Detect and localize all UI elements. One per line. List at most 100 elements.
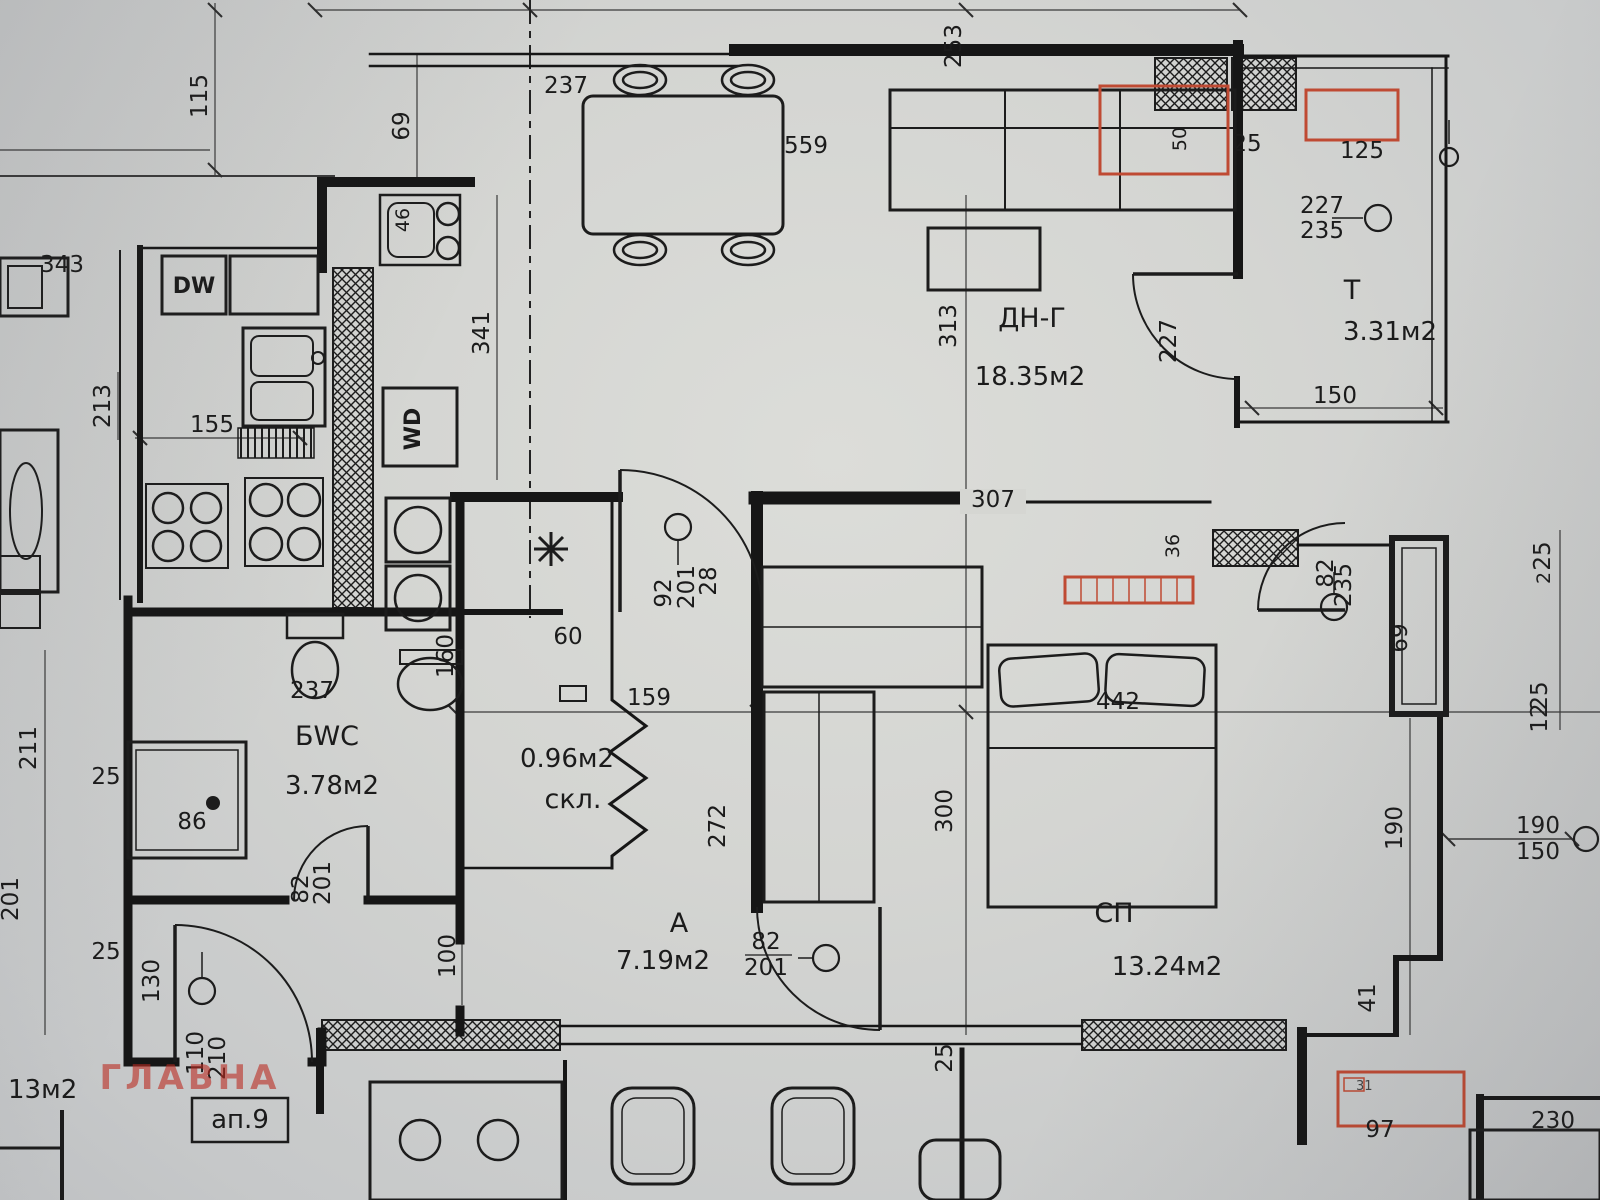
dim-92: 92 xyxy=(651,578,677,607)
apartment-number-box xyxy=(190,1096,290,1144)
red-box-bottom xyxy=(1336,1070,1466,1128)
hatched-wall-blocks xyxy=(321,57,1299,1051)
dim-50: 50 xyxy=(1169,127,1191,151)
symbols xyxy=(187,120,1600,1006)
fixture-circle xyxy=(798,943,841,973)
pillow xyxy=(998,652,1100,708)
radiator-bedroom xyxy=(1063,575,1195,605)
dim-36: 36 xyxy=(1162,534,1184,558)
dim-235-right: 235 xyxy=(1300,218,1344,244)
radiator-top-2 xyxy=(1304,88,1400,142)
dim-82-bath-door: 82 xyxy=(288,874,314,903)
dim-230: 230 xyxy=(1531,1108,1575,1134)
room-living-area: 18.35м2 xyxy=(975,362,1086,392)
dim-210: 210 xyxy=(205,1036,231,1080)
dim-307: 307 xyxy=(971,487,1015,513)
dim-201-hall-door: 201 xyxy=(674,565,700,609)
armchair xyxy=(610,1086,696,1186)
counter-top-unit xyxy=(378,193,462,267)
toilet xyxy=(285,612,345,700)
kitchen-fixtures xyxy=(145,193,462,632)
dishwasher xyxy=(160,254,228,316)
room-hallway-label: А xyxy=(670,908,689,939)
bedroom-furniture xyxy=(760,565,1218,909)
doors xyxy=(173,272,1449,1063)
dim-235-balcony: 235 xyxy=(1331,563,1357,607)
room-neighbor-area: 13м2 xyxy=(8,1075,77,1105)
dim-130: 130 xyxy=(139,959,165,1003)
dim-25-topright: 25 xyxy=(1232,131,1261,157)
pillow xyxy=(1104,652,1206,708)
dim-190-right: 190 xyxy=(1382,806,1408,850)
room-storage-label: скл. xyxy=(545,784,602,815)
dining-chair xyxy=(720,63,776,97)
dim-25-left1: 25 xyxy=(91,764,120,790)
neighbor-bottom xyxy=(368,1080,1600,1200)
dim-110: 110 xyxy=(183,1031,209,1075)
dim-82-bed-door: 82 xyxy=(751,929,780,955)
room-bedroom-area: 13.24м2 xyxy=(1112,952,1223,982)
fixture-circle xyxy=(663,512,693,565)
dim-155: 155 xyxy=(190,412,234,438)
washing-machine-2 xyxy=(384,564,452,632)
dim-31: 31 xyxy=(1356,1079,1373,1094)
dim-41: 41 xyxy=(1355,983,1381,1012)
dining-chair xyxy=(612,63,668,97)
door-entrance xyxy=(173,924,313,1063)
dim-82-balcony: 82 xyxy=(1313,558,1339,587)
dim-25-left2: 25 xyxy=(91,939,120,965)
dim-272: 272 xyxy=(705,804,731,848)
dim-97: 97 xyxy=(1365,1117,1394,1143)
dim-60: 60 xyxy=(553,624,582,650)
dim-46: 46 xyxy=(392,208,414,232)
dim-253: 253 xyxy=(941,24,967,68)
room-bathroom-area: 3.78м2 xyxy=(285,771,379,801)
dishwasher-label: DW xyxy=(173,274,216,299)
dimension-lines xyxy=(0,2,1600,1035)
neighbor-kitchen-unit xyxy=(368,1080,564,1200)
dim-313: 313 xyxy=(936,304,962,348)
dim-25-rightedge2: 25 xyxy=(1527,681,1553,710)
shower xyxy=(126,740,248,860)
dim-25-rightedge1: 25 xyxy=(1530,541,1556,570)
dim-227-door: 227 xyxy=(1156,319,1182,363)
bathroom-fixtures xyxy=(126,612,587,860)
room-hallway-area: 7.19м2 xyxy=(616,946,710,976)
label-chip xyxy=(960,489,1026,514)
dim-69-right: 69 xyxy=(1387,623,1413,652)
kitchen-cabinet xyxy=(228,254,320,316)
washer-label: WD xyxy=(401,408,426,451)
wardrobe-tall xyxy=(762,690,876,904)
dim-201-bed-door: 201 xyxy=(744,955,788,981)
dim-201-leftedge: 201 xyxy=(0,877,24,921)
door-hall-living xyxy=(618,469,763,613)
dim-559: 559 xyxy=(784,133,828,159)
room-terrace-label: Т xyxy=(1343,275,1361,306)
dim-125: 125 xyxy=(1340,138,1384,164)
dim-2-rightedge: 2 xyxy=(1533,572,1555,584)
dining-chair xyxy=(612,233,668,267)
washing-machine-1 xyxy=(384,496,452,564)
dim-201-bath-door: 201 xyxy=(310,861,336,905)
apartment-number: ап.9 xyxy=(211,1105,269,1135)
fixture-circle xyxy=(1438,120,1460,168)
fixture-circle xyxy=(1319,572,1349,622)
dining-set xyxy=(581,63,785,267)
dining-chair xyxy=(720,233,776,267)
room-storage-area: 0.96м2 xyxy=(520,744,614,774)
room-terrace-area: 3.31м2 xyxy=(1343,317,1437,347)
door-bedroom xyxy=(756,906,882,1031)
dim-341: 341 xyxy=(469,311,495,355)
living-room-furniture xyxy=(888,88,1237,292)
fixture-circle xyxy=(187,952,217,1006)
dim-12-rightedge: 12 xyxy=(1527,703,1553,732)
dim-150-terrace: 150 xyxy=(1313,383,1357,409)
coffee-table xyxy=(926,226,1042,292)
fixture-circle xyxy=(1572,825,1600,853)
dim-442: 442 xyxy=(1096,689,1140,715)
dim-69-top: 69 xyxy=(389,111,415,140)
neighbor-left xyxy=(0,250,121,1200)
labels: 237 559 25 125 227 235 150 343 155 307 6… xyxy=(0,24,1575,1143)
room-living-label: ДН-Г xyxy=(998,303,1066,334)
armchair xyxy=(918,1138,1002,1200)
